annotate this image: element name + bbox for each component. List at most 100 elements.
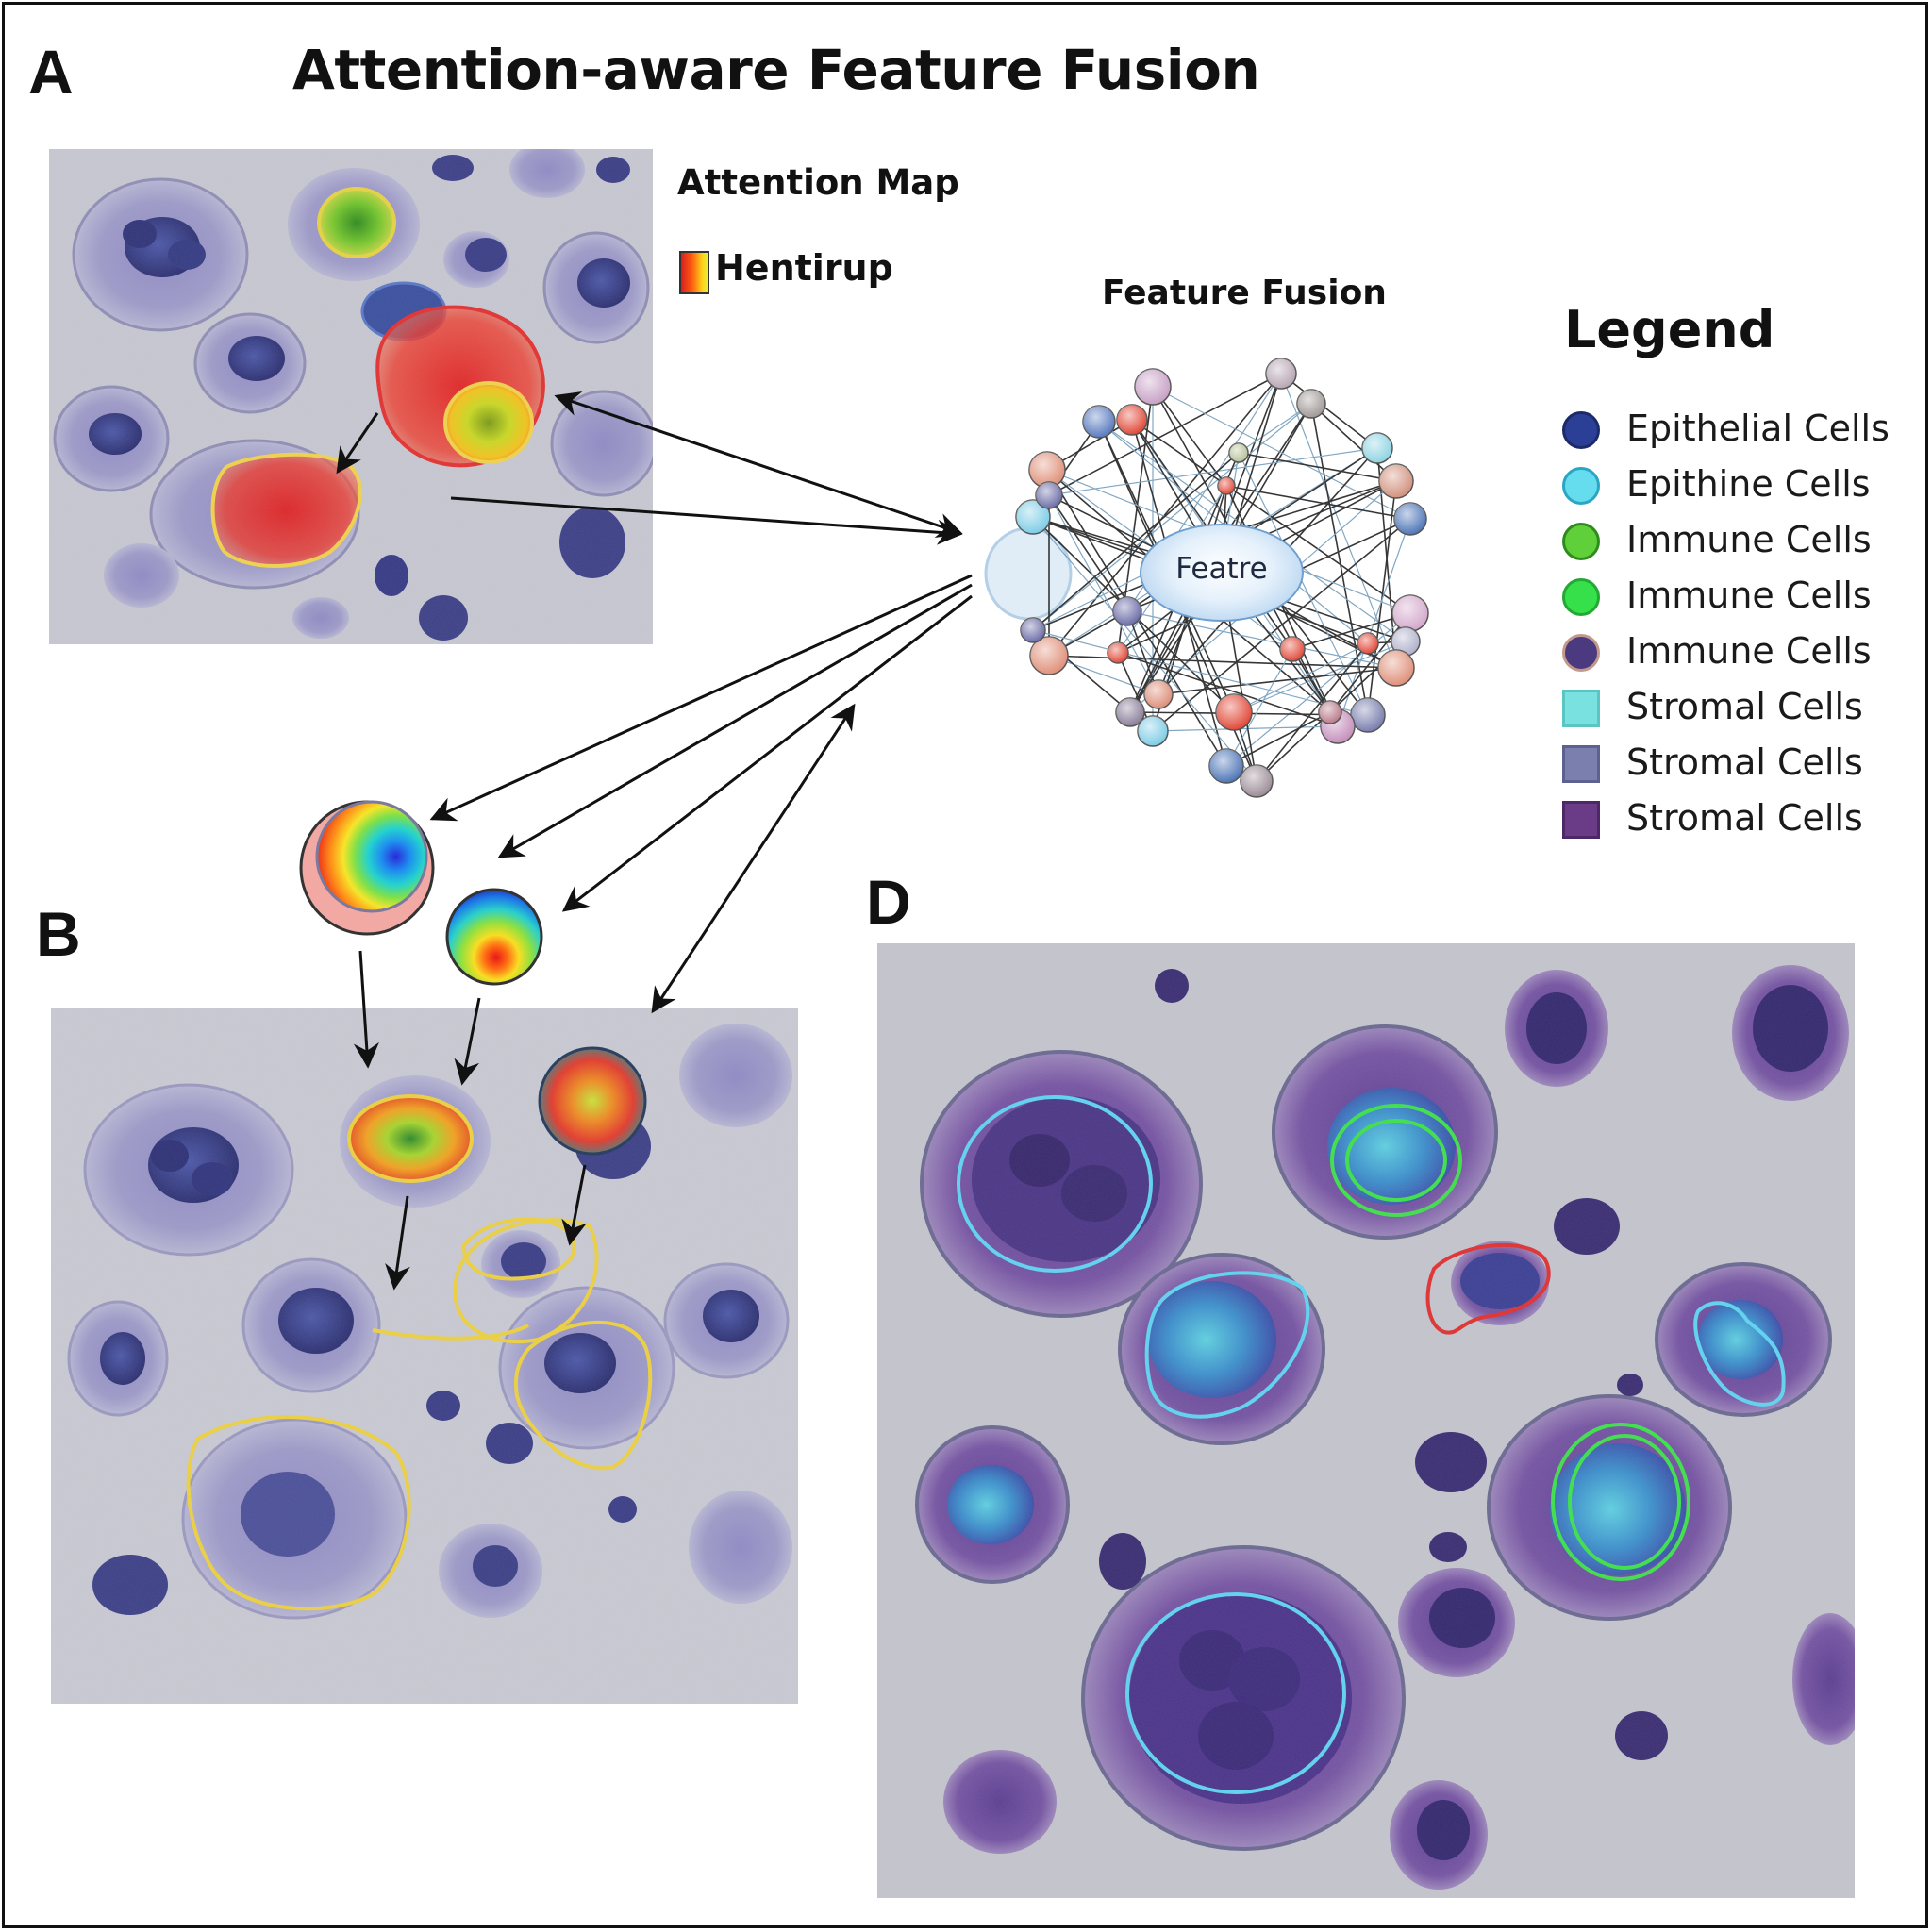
network-edge <box>1233 642 1369 713</box>
panel-a-microscopy-image <box>49 149 653 644</box>
legend-item: Stromal Cells <box>1558 793 1917 846</box>
network-edge <box>1238 452 1397 482</box>
network-node-highlight <box>1241 765 1273 797</box>
network-edge <box>1158 667 1397 695</box>
network-node-highlight <box>1216 694 1252 730</box>
panel-label-b: B <box>36 899 81 969</box>
network-node-highlight <box>1266 358 1296 389</box>
legend-title: Legend <box>1564 300 1775 359</box>
heatmap-label: Hentirup <box>715 247 893 289</box>
feature-center-node <box>1140 524 1304 622</box>
arrow-fusion-to-map-1 <box>429 574 973 822</box>
connector-arrows <box>336 391 973 1291</box>
network-node-highlight <box>1280 637 1305 661</box>
legend-item: Stromal Cells <box>1558 738 1917 791</box>
network-node-highlight <box>1021 618 1045 642</box>
network-node-highlight <box>1392 595 1428 631</box>
network-edge <box>1048 373 1282 496</box>
attention-map-title: Attention Map <box>677 162 959 203</box>
attention-map-circles <box>299 800 543 986</box>
legend-label: Immune Cells <box>1626 630 1872 672</box>
network-nodes <box>1015 358 1429 798</box>
arrow-a-to-fusion-2 <box>450 496 963 545</box>
network-edge <box>1225 648 1293 767</box>
network-node-highlight <box>1391 627 1420 656</box>
figure-title: Attention-aware Feature Fusion <box>292 38 1260 102</box>
legend-swatch <box>1562 578 1600 616</box>
network-node-highlight <box>1144 680 1173 708</box>
legend-item: Epithelial Cells <box>1558 404 1917 457</box>
network-node-highlight <box>1394 503 1426 535</box>
network-edge <box>1225 612 1411 767</box>
network-node-highlight <box>1379 464 1413 498</box>
legend-swatch <box>1562 634 1600 672</box>
network-node-highlight <box>1016 500 1050 534</box>
network-edge <box>1152 518 1411 732</box>
network-node-highlight <box>1362 433 1392 463</box>
network-edge <box>1152 725 1339 732</box>
network-node-highlight <box>1029 452 1065 488</box>
legend-label: Epithine Cells <box>1626 463 1871 505</box>
feature-center-label: Featre <box>1175 552 1268 586</box>
panel-label-a: A <box>28 37 74 107</box>
panel-d-grain <box>877 943 1855 1898</box>
legend-item: Stromal Cells <box>1558 682 1917 735</box>
network-edge <box>1152 386 1227 487</box>
legend-item: Immune Cells <box>1558 626 1917 679</box>
legend-item: Immune Cells <box>1558 515 1917 568</box>
network-edge <box>1238 452 1369 716</box>
arrow-fusion-to-b <box>651 703 856 1014</box>
network-node-highlight <box>1108 642 1128 663</box>
network-edge <box>1032 403 1312 631</box>
network-edge <box>1280 373 1378 449</box>
network-edge <box>1048 494 1128 612</box>
network-node-highlight <box>1319 701 1341 724</box>
legend-swatch <box>1562 467 1600 505</box>
legend-swatch <box>1562 411 1600 449</box>
network-node-highlight <box>1116 698 1144 726</box>
network-node-highlight <box>1209 749 1243 783</box>
network-node-highlight <box>1229 443 1248 462</box>
panel-label-d: D <box>866 867 911 937</box>
network-node-highlight <box>1117 405 1147 435</box>
network-node-highlight <box>1357 633 1378 654</box>
legend-label: Stromal Cells <box>1626 741 1863 783</box>
network-node-highlight <box>1378 650 1414 686</box>
network-edge <box>1048 373 1282 657</box>
legend-label: Stromal Cells <box>1626 686 1863 727</box>
heatmap-swatch <box>679 251 709 294</box>
network-node-highlight <box>1083 406 1115 438</box>
network-node-highlight <box>1351 698 1385 732</box>
network-node-highlight <box>1030 637 1068 675</box>
legend-label: Epithelial Cells <box>1626 408 1890 449</box>
arrow-b-internal-1 <box>385 1195 410 1291</box>
network-edge <box>1117 652 1339 727</box>
network-edge <box>1126 610 1397 669</box>
legend-swatch <box>1562 745 1600 783</box>
network-node-highlight <box>1135 369 1171 405</box>
network-edge <box>1310 403 1397 482</box>
network-edge <box>1032 516 1257 782</box>
panel-a-grain <box>49 149 653 644</box>
network-node-highlight <box>1113 597 1141 625</box>
legend-label: Stromal Cells <box>1626 797 1863 839</box>
network-edge <box>1225 452 1240 534</box>
arrow-a-to-fusion-1 <box>554 391 963 538</box>
network-edge <box>1048 655 1397 669</box>
arrow-map2-to-b <box>454 997 481 1086</box>
network-edge <box>1256 642 1369 782</box>
network-edge <box>1225 711 1331 767</box>
network-edge <box>1032 452 1240 631</box>
arrow-a-internal <box>336 412 379 475</box>
legend-label: Immune Cells <box>1626 575 1872 616</box>
panel-b-microscopy-image <box>51 1008 798 1704</box>
network-edge <box>1310 403 1369 716</box>
arrow-map1-to-b <box>353 950 379 1069</box>
panel-b-grain <box>51 1008 798 1704</box>
arrow-b-internal-2 <box>561 1164 587 1246</box>
network-node-highlight <box>1297 390 1325 418</box>
legend-swatch <box>1562 801 1600 839</box>
legend-swatch <box>1562 690 1600 727</box>
attention-map-circle-2 <box>445 888 543 986</box>
